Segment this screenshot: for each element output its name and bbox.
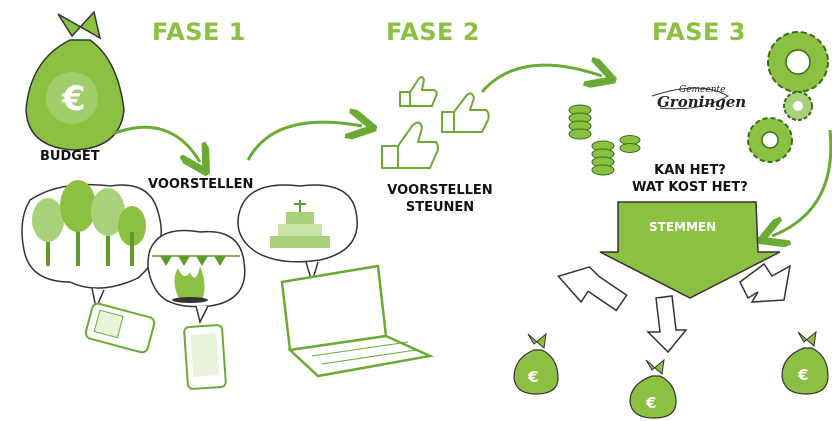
steunen-line-2: STEUNEN: [405, 200, 475, 215]
cake-icon: [270, 200, 330, 248]
laptop-icon: [280, 264, 435, 378]
phase-1-title: FASE 1: [152, 18, 246, 46]
stemmen-label: STEMMEN: [649, 220, 717, 234]
logo-swoosh-icon: [651, 87, 730, 110]
thumbs-up-icon: [441, 92, 490, 133]
budget-label: BUDGET: [40, 149, 100, 164]
flow-arrow-3: [480, 65, 602, 93]
flow-arrow-4: [772, 129, 832, 236]
money-bag-icon: €: [513, 332, 559, 395]
flow-arrow-1: [111, 125, 200, 162]
svg-text:€: €: [527, 368, 538, 386]
tree-icon: [32, 180, 146, 266]
gears-icon: [747, 31, 829, 163]
smartphone-icon: [183, 324, 227, 390]
voorstellen-steunen-label: VOORSTELLEN STEUNEN: [380, 182, 500, 216]
distribution-arrows: [556, 262, 792, 354]
svg-text:€: €: [797, 366, 808, 384]
mobile-phone-icon: [84, 302, 156, 354]
phase-3-title: FASE 3: [652, 18, 746, 46]
money-bag-icon: €: [629, 358, 677, 419]
wat-kost-line: WAT KOST HET?: [632, 180, 748, 195]
campfire-icon: [172, 266, 208, 303]
money-bag-icon: €: [781, 330, 829, 395]
phase-2-title: FASE 2: [386, 18, 480, 46]
kan-het-label: KAN HET? WAT KOST HET?: [620, 162, 760, 196]
thumbs-up-icon: [381, 121, 439, 169]
steunen-line-1: VOORSTELLEN: [387, 183, 493, 198]
campfire-thought-bubble: [147, 229, 246, 325]
coins-icon: [568, 104, 641, 176]
thumbs-up-icon: [399, 76, 438, 107]
svg-text:€: €: [61, 79, 86, 119]
svg-text:€: €: [645, 394, 656, 412]
cake-thought-bubble: [237, 184, 358, 285]
flow-arrow-2: [246, 122, 362, 161]
logo-gemeente-text: Gemeente: [679, 85, 726, 95]
logo-groningen-text: Groningen: [657, 93, 747, 111]
bunting-icon: [160, 256, 226, 266]
voorstellen-label: VOORSTELLEN: [148, 177, 254, 192]
budget-money-bag-icon: €: [25, 10, 125, 151]
stemmen-arrow: [599, 201, 781, 299]
trees-thought-bubble: [21, 180, 162, 311]
kan-het-line: KAN HET?: [654, 163, 726, 178]
